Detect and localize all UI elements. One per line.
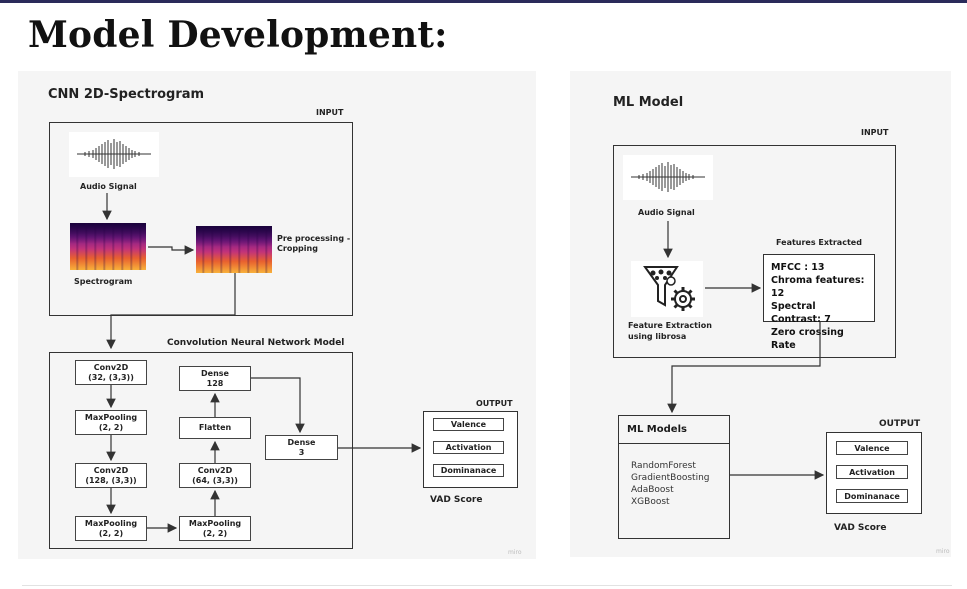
layer-name: Conv2D [197, 465, 233, 475]
feature-extraction-label-line2: using librosa [628, 332, 687, 341]
preprocess-label-line1: Pre processing - [277, 234, 351, 243]
dense-layer-2: Dense 3 [265, 435, 338, 460]
cnn-connector-arrows [102, 193, 422, 533]
feature-extraction-label-line1: Feature Extraction [628, 321, 712, 330]
activation-output: Activation [836, 465, 908, 479]
filter-gear-icon [631, 261, 703, 317]
preprocess-label-line2: Cropping [277, 244, 318, 253]
cropped-spectrogram-image [196, 226, 272, 273]
layer-name: MaxPooling [84, 412, 138, 422]
page-title: Model Development: [28, 14, 448, 56]
layer-params: (2, 2) [202, 528, 228, 538]
valence-output: Valence [836, 441, 908, 455]
layer-name: MaxPooling [188, 518, 242, 528]
waveform-icon [623, 155, 713, 200]
top-rule [0, 0, 967, 3]
feature-item: Chroma features: 12 [771, 275, 865, 299]
layer-params: (128, (3,3)) [85, 475, 137, 485]
features-extracted-box: MFCC : 13 Chroma features: 12 Spectral C… [763, 254, 875, 351]
dominance-output: Dominanace [836, 489, 908, 503]
feature-item: MFCC : 13 [771, 262, 825, 273]
layer-name: Conv2D [93, 465, 129, 475]
cnn-panel-title: CNN 2D-Spectrogram [48, 87, 205, 102]
layer-params: (2, 2) [98, 422, 124, 432]
maxpooling-layer-3: MaxPooling (2, 2) [179, 516, 251, 541]
ml-models-title: ML Models [619, 416, 729, 444]
cnn-input-label: INPUT [316, 108, 344, 117]
layer-params: 128 [206, 378, 224, 388]
maxpooling-layer-2: MaxPooling (2, 2) [75, 516, 147, 541]
ml-panel-title: ML Model [613, 95, 684, 110]
spectrogram-label: Spectrogram [74, 277, 133, 286]
cnn-panel: CNN 2D-Spectrogram INPUT Audio Signal Sp… [18, 71, 536, 559]
features-extracted-title: Features Extracted [776, 238, 862, 247]
activation-output: Activation [433, 441, 504, 454]
miro-watermark: miro [508, 549, 522, 556]
cnn-output-label: OUTPUT [476, 399, 513, 408]
ml-output-label: OUTPUT [879, 419, 921, 429]
layer-params: (32, (3,3)) [88, 372, 134, 382]
ml-model-item: GradientBoosting [631, 473, 710, 483]
ml-vad-score-label: VAD Score [834, 523, 887, 533]
cnn-vad-score-label: VAD Score [430, 495, 483, 505]
ml-input-label: INPUT [861, 128, 889, 137]
ml-model-item: XGBoost [631, 497, 670, 507]
feature-item: Zero crossing Rate [771, 327, 844, 351]
layer-name: Dense [287, 437, 316, 447]
layer-name: Conv2D [93, 362, 129, 372]
ml-models-box: ML Models RandomForest GradientBoosting … [618, 415, 730, 539]
feature-item: Spectral Contrast: 7 [771, 301, 831, 325]
conv2d-layer-2: Conv2D (128, (3,3)) [75, 463, 147, 488]
dominance-output: Dominanace [433, 464, 504, 477]
waveform-icon [69, 132, 159, 177]
miro-watermark: miro [936, 548, 950, 555]
conv2d-layer-1: Conv2D (32, (3,3)) [75, 360, 147, 385]
ml-audio-signal-label: Audio Signal [638, 208, 695, 217]
layer-name: MaxPooling [84, 518, 138, 528]
ml-connector-arrows [663, 221, 825, 480]
flatten-layer: Flatten [179, 417, 251, 439]
bottom-rule [22, 585, 952, 586]
conv2d-layer-3: Conv2D (64, (3,3)) [179, 463, 251, 488]
cnn-audio-signal-label: Audio Signal [80, 182, 137, 191]
ml-model-item: RandomForest [631, 461, 696, 471]
layer-name: Flatten [198, 423, 232, 432]
valence-output: Valence [433, 418, 504, 431]
cnn-model-title: Convolution Neural Network Model [167, 338, 345, 348]
dense-layer-1: Dense 128 [179, 366, 251, 391]
layer-params: (64, (3,3)) [192, 475, 238, 485]
maxpooling-layer-1: MaxPooling (2, 2) [75, 410, 147, 435]
layer-params: (2, 2) [98, 528, 124, 538]
layer-params: 3 [298, 447, 305, 457]
layer-name: Dense [201, 368, 229, 378]
ml-model-item: AdaBoost [631, 485, 674, 495]
spectrogram-image [70, 223, 146, 270]
ml-panel: ML Model INPUT Audio Signal [570, 71, 951, 557]
